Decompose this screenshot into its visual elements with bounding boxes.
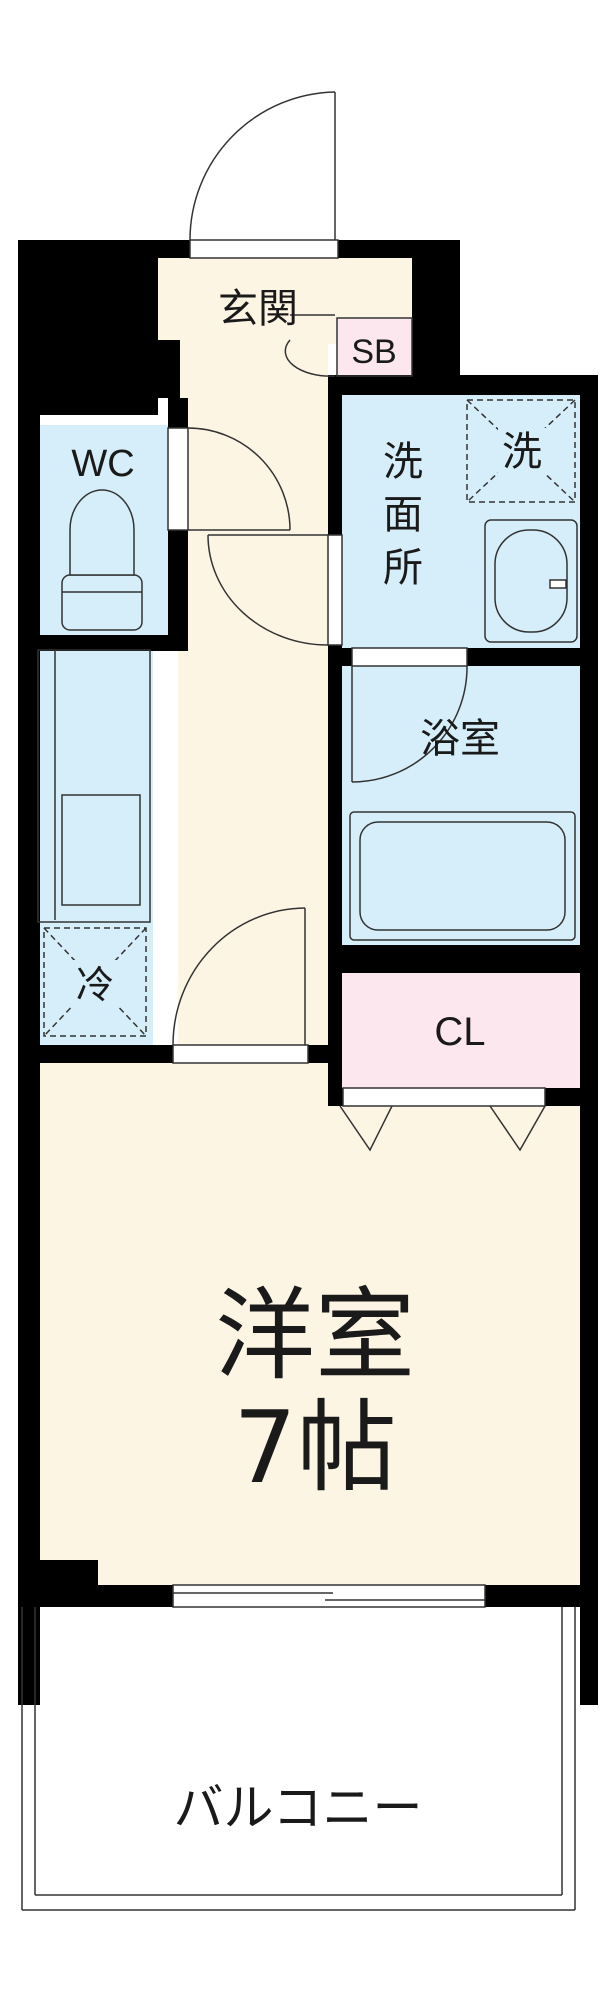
closet-doors <box>339 1087 546 1152</box>
washroom-label-1: 洗 <box>383 439 423 485</box>
wall-toilet-right-lower <box>168 530 188 650</box>
washroom-door <box>207 534 343 646</box>
wall-right-outer <box>580 375 598 1705</box>
toilet-fixture <box>61 489 143 631</box>
closet-floor <box>340 972 580 1090</box>
wall-corridor-right-lower <box>328 645 342 1095</box>
entrance-door <box>189 91 339 259</box>
main-window <box>172 1584 486 1608</box>
wall-toilet-right-upper <box>168 398 188 428</box>
washer-label-bg <box>498 428 546 474</box>
genkan-step-arc <box>284 339 336 377</box>
entrance-door-swing <box>189 91 336 241</box>
wall-right-top <box>328 375 598 395</box>
wall-bottom-left-block <box>18 1560 98 1607</box>
corridor-floor <box>178 340 328 1062</box>
bathroom-floor <box>340 665 580 945</box>
wash-basin <box>484 519 578 643</box>
kitchen-fixture <box>37 649 151 923</box>
toilet-door <box>167 427 291 531</box>
washroom-label-3: 所 <box>383 545 423 591</box>
wall-bathroom-bottom <box>328 945 598 973</box>
main-room-label: 洋室 <box>215 1277 415 1394</box>
wall-corridor-right-upper <box>328 395 342 535</box>
walls <box>18 240 598 1705</box>
closet-label: CL <box>434 1010 485 1054</box>
balcony <box>21 1607 576 1911</box>
shoe-box-label: SB <box>351 333 396 371</box>
wall-top-entry <box>158 240 190 258</box>
wall-closet-bottom-right <box>545 1088 598 1106</box>
main-room-size-label: 7帖 <box>233 1389 397 1506</box>
bathtub <box>349 811 576 941</box>
entrance-door-frame <box>189 239 339 259</box>
bathroom-door <box>351 647 468 783</box>
wall-closet-bottom-left <box>328 1088 343 1106</box>
shoe-box-outline <box>336 317 413 377</box>
wall-right-of-genkan <box>412 240 460 380</box>
main-room-door <box>172 907 309 1064</box>
fridge-label: 冷 <box>76 963 114 1007</box>
main-room-floor <box>38 1060 580 1585</box>
wall-toilet-bottom <box>18 635 188 651</box>
wall-top-left-block <box>18 240 158 415</box>
wall-bottom-right <box>485 1585 598 1607</box>
toilet-label: WC <box>71 443 134 485</box>
genkan-label: 玄関 <box>218 286 298 332</box>
balcony-label: バルコニー <box>174 1779 423 1837</box>
bathroom-label: 浴室 <box>420 716 500 762</box>
fridge-label-bg <box>72 960 118 1006</box>
washroom-label-2: 面 <box>383 492 423 538</box>
washer-label: 洗 <box>502 429 542 475</box>
wall-inner-block <box>158 340 180 398</box>
shoe-box-floor <box>337 318 412 376</box>
wall-kitchen-bottom-left <box>18 1045 173 1063</box>
